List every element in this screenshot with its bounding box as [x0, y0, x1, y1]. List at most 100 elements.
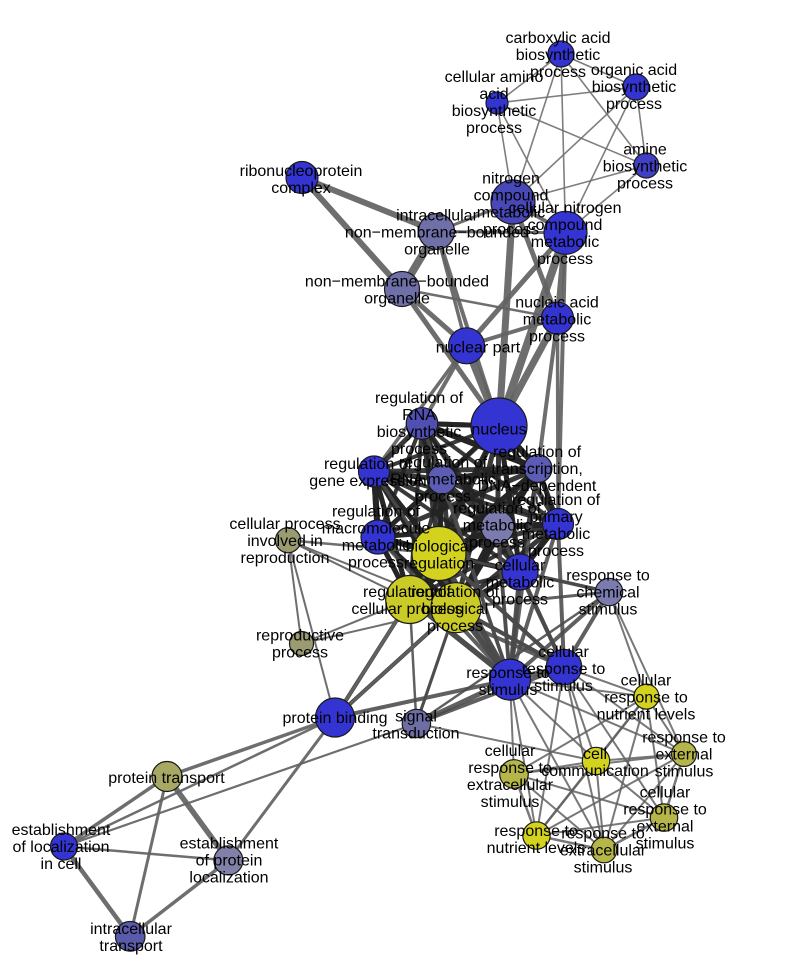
svg-text:transduction: transduction: [372, 726, 459, 743]
svg-text:process: process: [528, 543, 584, 560]
svg-text:stimulus: stimulus: [534, 678, 593, 695]
svg-text:process: process: [348, 555, 404, 572]
svg-text:compound: compound: [474, 188, 549, 205]
svg-text:ribonucleoprotein: ribonucleoprotein: [240, 163, 363, 180]
svg-text:biosynthetic: biosynthetic: [603, 158, 688, 175]
svg-text:process: process: [483, 222, 539, 239]
svg-text:metabolic: metabolic: [522, 526, 590, 543]
svg-text:organic acid: organic acid: [591, 62, 677, 79]
svg-text:communication: communication: [541, 763, 649, 780]
svg-text:RNA metabolic: RNA metabolic: [390, 472, 496, 489]
svg-text:non−membrane−bounded: non−membrane−bounded: [305, 274, 489, 291]
svg-text:stimulus: stimulus: [579, 602, 638, 619]
svg-text:cellular: cellular: [621, 673, 672, 690]
svg-text:process: process: [466, 120, 522, 137]
svg-text:regulation of: regulation of: [324, 456, 413, 473]
svg-text:metabolic: metabolic: [342, 538, 410, 555]
svg-text:regulation of: regulation of: [512, 492, 601, 509]
svg-text:organelle: organelle: [404, 242, 470, 259]
svg-text:process: process: [415, 489, 471, 506]
svg-text:cellular amino: cellular amino: [445, 69, 544, 86]
svg-text:response to: response to: [623, 802, 707, 819]
svg-text:external: external: [656, 747, 713, 764]
svg-text:response to: response to: [522, 661, 606, 678]
svg-text:carboxylic acid: carboxylic acid: [506, 30, 611, 47]
svg-text:of protein: of protein: [196, 853, 263, 870]
svg-text:acid: acid: [479, 86, 508, 103]
svg-text:process: process: [537, 251, 593, 268]
svg-text:process: process: [469, 535, 525, 552]
svg-text:extracellular: extracellular: [560, 843, 647, 860]
svg-text:biosynthetic: biosynthetic: [592, 79, 677, 96]
svg-text:transcription,: transcription,: [491, 461, 583, 478]
svg-text:protein binding: protein binding: [283, 710, 388, 727]
svg-text:biological: biological: [406, 539, 473, 556]
svg-text:signal: signal: [395, 709, 437, 726]
svg-text:process: process: [529, 329, 585, 346]
svg-text:process: process: [617, 175, 673, 192]
svg-text:process: process: [606, 96, 662, 113]
svg-text:intracellular: intracellular: [396, 208, 478, 225]
svg-text:primary: primary: [529, 509, 582, 526]
svg-text:establishment: establishment: [180, 836, 279, 853]
svg-text:process: process: [272, 645, 328, 662]
svg-text:response to: response to: [466, 665, 550, 682]
svg-text:transport: transport: [99, 938, 163, 955]
svg-text:process: process: [492, 592, 548, 609]
svg-text:regulation of: regulation of: [493, 444, 582, 461]
svg-text:nucleic acid: nucleic acid: [515, 295, 599, 312]
svg-text:response to: response to: [494, 823, 578, 840]
svg-text:involved in: involved in: [247, 533, 323, 550]
svg-text:stimulus: stimulus: [479, 682, 538, 699]
svg-text:metabolic: metabolic: [477, 205, 545, 222]
svg-text:cellular process: cellular process: [229, 516, 340, 533]
svg-text:metabolic: metabolic: [463, 518, 531, 535]
svg-text:reproduction: reproduction: [241, 550, 330, 567]
svg-text:non−membrane−bounded: non−membrane−bounded: [345, 225, 529, 242]
svg-text:response to: response to: [604, 690, 688, 707]
svg-text:cellular: cellular: [640, 785, 691, 802]
svg-text:process: process: [530, 64, 586, 81]
svg-text:cellular: cellular: [485, 743, 536, 760]
svg-text:macromolecule: macromolecule: [322, 521, 431, 538]
svg-text:nutrient levels: nutrient levels: [597, 707, 696, 724]
svg-text:regulation of: regulation of: [453, 501, 542, 518]
svg-text:cell: cell: [583, 746, 607, 763]
svg-text:process: process: [427, 618, 483, 635]
svg-text:localization: localization: [189, 870, 268, 887]
svg-text:reproductive: reproductive: [256, 628, 344, 645]
svg-text:protein transport: protein transport: [108, 770, 225, 787]
svg-text:stimulus: stimulus: [636, 836, 695, 853]
svg-text:response to: response to: [561, 826, 645, 843]
svg-text:biosynthetic: biosynthetic: [516, 47, 601, 64]
svg-text:extracellular: extracellular: [467, 777, 554, 794]
svg-text:response to: response to: [468, 760, 552, 777]
svg-text:biological: biological: [422, 601, 489, 618]
svg-text:regulation: regulation: [404, 556, 474, 573]
svg-text:nuclear part: nuclear part: [436, 339, 521, 356]
svg-text:compound: compound: [528, 217, 603, 234]
svg-text:intracellular: intracellular: [90, 921, 172, 938]
svg-text:nucleus: nucleus: [471, 421, 526, 438]
svg-text:DNA−dependent: DNA−dependent: [478, 478, 597, 495]
svg-text:regulation of: regulation of: [399, 455, 488, 472]
svg-text:process: process: [391, 441, 447, 458]
svg-text:response to: response to: [566, 568, 650, 585]
svg-text:organelle: organelle: [364, 291, 430, 308]
svg-text:of localization: of localization: [13, 839, 110, 856]
svg-text:biosynthetic: biosynthetic: [452, 103, 537, 120]
svg-text:amine: amine: [623, 141, 667, 158]
svg-text:nitrogen: nitrogen: [482, 171, 540, 188]
svg-text:stimulus: stimulus: [574, 860, 633, 877]
svg-text:metabolic: metabolic: [531, 234, 599, 251]
svg-text:metabolic: metabolic: [486, 575, 554, 592]
svg-text:biosynthetic: biosynthetic: [377, 424, 462, 441]
svg-text:stimulus: stimulus: [655, 764, 714, 781]
svg-text:establishment: establishment: [12, 822, 111, 839]
svg-text:in cell: in cell: [41, 856, 82, 873]
svg-text:cellular process: cellular process: [351, 601, 462, 618]
svg-text:external: external: [637, 819, 694, 836]
svg-text:stimulus: stimulus: [481, 794, 540, 811]
svg-text:chemical: chemical: [576, 585, 639, 602]
svg-text:nutrient levels: nutrient levels: [487, 840, 586, 857]
